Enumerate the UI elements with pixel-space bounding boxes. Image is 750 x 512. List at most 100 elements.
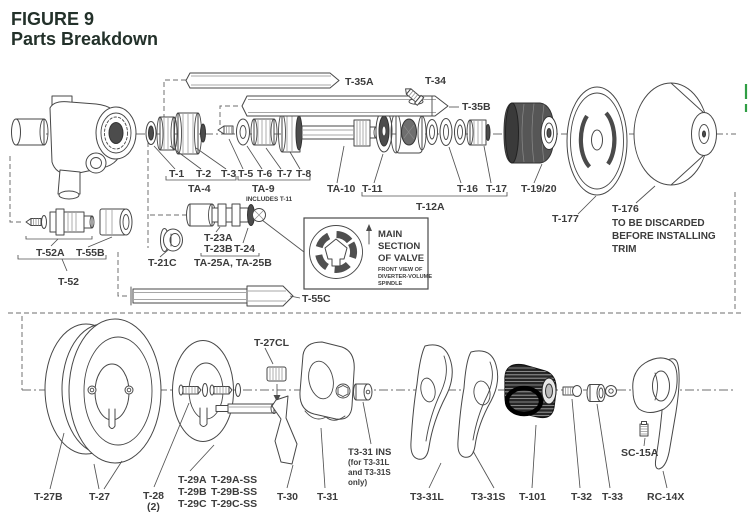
label-t1: T-1 — [169, 168, 184, 180]
label-t23b: T-23B — [204, 243, 233, 255]
part-sc15a-screw — [639, 421, 649, 437]
part-t28-screws — [178, 383, 241, 397]
part-t27-escutcheon — [68, 318, 162, 464]
label-t101: T-101 — [519, 491, 546, 503]
down-arrow-icon — [273, 395, 281, 402]
figure-title: FIGURE 9 — [11, 9, 94, 29]
label-sc15a: SC-15A — [621, 447, 659, 459]
label-t52: T-52 — [58, 276, 79, 288]
label-main2: SECTION — [378, 241, 420, 252]
part-t55c-rod — [130, 285, 294, 307]
label-main-note2: DIVERTER-VOLUME — [378, 274, 432, 280]
part-ta10-shaft — [301, 119, 379, 147]
label-t177: T-177 — [552, 213, 579, 225]
up-arrow-icon — [366, 224, 372, 231]
label-t28: T-28 — [143, 490, 164, 502]
part-t5-screw — [217, 125, 234, 135]
label-t30: T-30 — [277, 491, 298, 503]
label-t17: T-17 — [486, 183, 507, 195]
label-ta4: TA-4 — [188, 183, 211, 195]
part-t1-washer — [145, 121, 157, 145]
label-t29a: T-29A — [178, 474, 207, 486]
part-t8-cylinder — [278, 113, 303, 153]
label-t52a: T-52A — [36, 247, 65, 259]
main-section-callout — [303, 217, 429, 290]
part-t11-flange — [375, 109, 393, 153]
label-ta10: TA-10 — [327, 183, 356, 195]
label-t35b: T-35B — [462, 101, 491, 113]
label-t2: T-2 — [196, 168, 211, 180]
label-t3-31ins-note2: and T3-31S — [348, 468, 391, 477]
leader-lines — [49, 106, 668, 490]
label-t29a-ss: T-29A-SS — [211, 474, 257, 486]
part-t30-lever — [271, 395, 298, 465]
part-t7-spindle — [250, 118, 278, 146]
valve-body — [11, 95, 137, 200]
label-t34: T-34 — [425, 75, 446, 87]
part-t3-31s-handle — [457, 350, 499, 458]
label-main-note3: SPINDLE — [378, 281, 403, 287]
label-t7: T-7 — [277, 168, 292, 180]
part-t3-31l-handle — [410, 344, 453, 460]
label-t29b-ss: T-29B-SS — [211, 486, 257, 498]
part-sleeve — [215, 403, 278, 414]
part-rc14x-handle — [605, 357, 680, 470]
label-t28-qty: (2) — [147, 501, 160, 512]
label-main1: MAIN — [378, 229, 402, 240]
group-brackets — [17, 176, 508, 272]
label-main3: OF VALVE — [378, 253, 424, 264]
label-t27: T-27 — [89, 491, 110, 503]
label-t29b: T-29B — [178, 486, 207, 498]
part-t52a-assembly — [25, 208, 95, 236]
label-t31: T-31 — [317, 491, 338, 503]
part-t3-31ins — [353, 383, 373, 401]
label-t12a: T-12A — [416, 201, 445, 213]
label-t3-31ins: T3-31 INS — [348, 447, 391, 458]
label-t27b: T-27B — [34, 491, 63, 503]
label-t29c-ss: T-29C-SS — [211, 498, 257, 510]
label-t8: T-8 — [296, 168, 311, 180]
part-t32-screw — [562, 385, 582, 397]
part-t35b-rod — [241, 95, 449, 117]
label-t5: T-5 — [238, 168, 253, 180]
part-t33-cap — [586, 384, 606, 402]
label-t176: T-176 — [612, 203, 639, 215]
part-t34-screw — [405, 88, 425, 106]
label-main-note1: FRONT VIEW OF — [378, 267, 423, 273]
label-ta25: TA-25A, TA-25B — [194, 257, 272, 269]
label-t3-31s: T3-31S — [471, 491, 505, 503]
part-t19-20-cap — [503, 102, 558, 164]
label-ta9: TA-9 — [252, 183, 275, 195]
part-t31-handle — [299, 341, 355, 421]
label-ta9-note: INCLUDES T-11 — [246, 196, 293, 203]
part-t17-cylinder — [466, 119, 491, 146]
part-t21c-knob — [160, 228, 183, 252]
part-t2-cap — [156, 116, 178, 151]
label-t3-31ins-note3: only) — [348, 478, 367, 487]
figure-subtitle: Parts Breakdown — [11, 29, 158, 49]
label-t176-note1: TO BE DISCARDED — [612, 218, 705, 229]
label-t24: T-24 — [234, 243, 255, 255]
label-t11: T-11 — [362, 183, 383, 195]
part-t177-escutcheon — [566, 86, 628, 196]
label-t23a: T-23A — [204, 232, 233, 244]
label-t176-note2: BEFORE INSTALLING — [612, 231, 716, 242]
part-bonnet — [390, 112, 427, 154]
label-t35a: T-35A — [345, 76, 374, 88]
label-t21c: T-21C — [148, 257, 177, 269]
label-t16: T-16 — [457, 183, 478, 195]
label-t3-31l: T3-31L — [410, 491, 444, 503]
label-t55b: T-55B — [76, 247, 105, 259]
label-rc14x: RC-14X — [647, 491, 684, 503]
label-t176-note3: TRIM — [612, 244, 636, 255]
label-t55c: T-55C — [302, 293, 331, 305]
part-t6-washer — [236, 118, 250, 146]
label-t3: T-3 — [221, 168, 236, 180]
label-t3-31ins-note1: (for T3-31L — [348, 458, 389, 467]
part-t35a-rod — [185, 72, 340, 89]
part-t27cl — [266, 366, 287, 402]
label-t6: T-6 — [257, 168, 272, 180]
part-t16-rings — [426, 118, 466, 146]
